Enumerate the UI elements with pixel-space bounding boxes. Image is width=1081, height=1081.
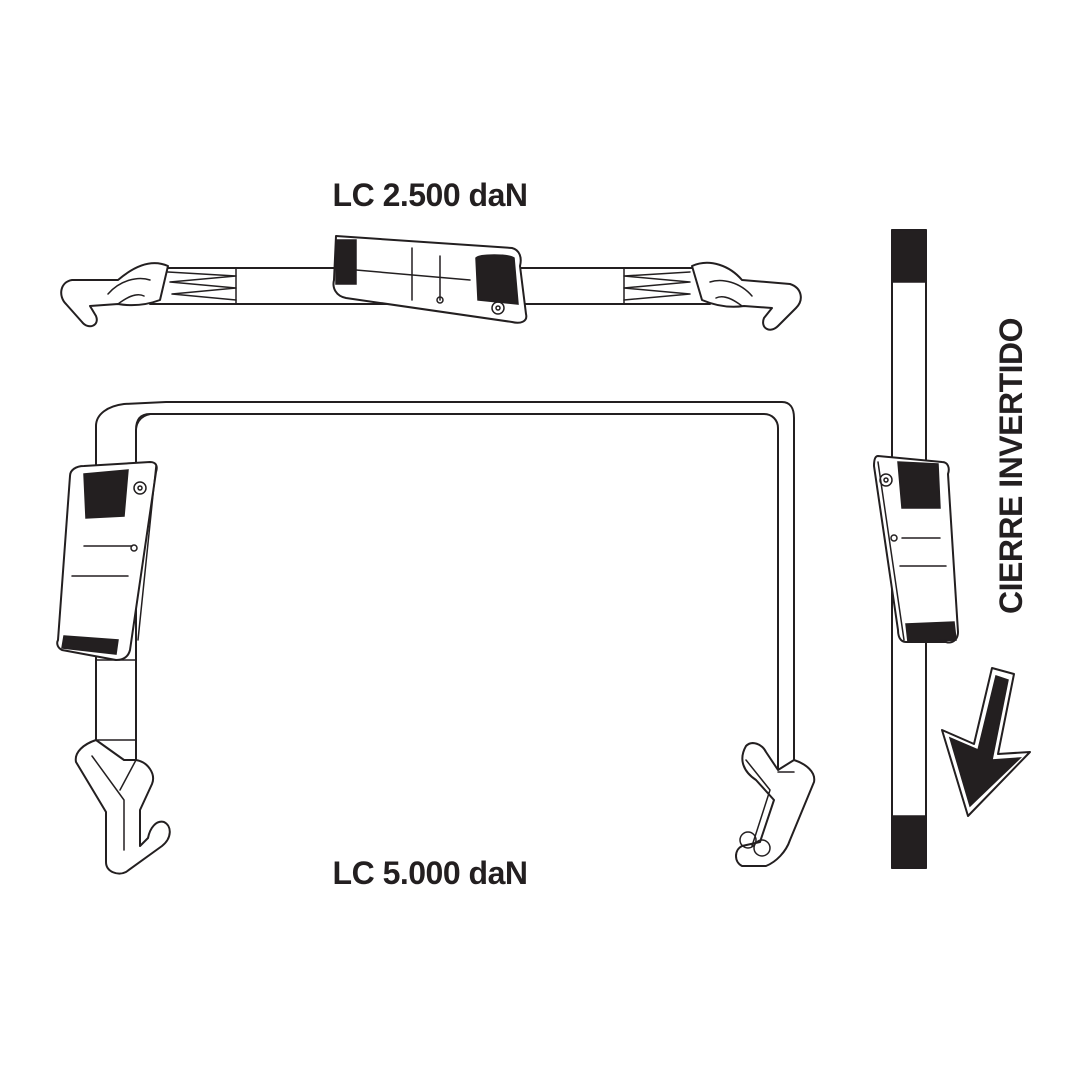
- vertical-strap-top-band: [891, 229, 927, 283]
- top-load-capacity-label: LC 2.500 daN: [333, 177, 528, 213]
- inverted-closure-strap: [873, 229, 959, 869]
- right-large-hook-icon: [735, 742, 816, 867]
- large-ratchet-strap: [56, 401, 816, 875]
- down-arrow-icon: [941, 667, 1031, 817]
- inverted-ratchet-buckle-icon: [873, 455, 959, 644]
- vertical-strap-bottom-band: [891, 815, 927, 869]
- inverted-closure-label: CIERRE INVERTIDO: [993, 318, 1029, 614]
- large-buckle-top-pad: [83, 469, 129, 519]
- inverted-buckle-top-pad: [897, 461, 941, 509]
- small-ratchet-strap: [60, 235, 802, 331]
- buckle-handle-right-pad: [475, 254, 519, 305]
- large-strap-webbing: [95, 401, 795, 773]
- right-small-hook-icon: [691, 261, 802, 331]
- bottom-load-capacity-label: LC 5.000 daN: [333, 855, 528, 891]
- right-stitching: [623, 267, 691, 305]
- large-ratchet-buckle-icon: [56, 461, 158, 661]
- large-buckle-bottom-pad: [61, 635, 119, 655]
- small-ratchet-buckle-icon: [332, 235, 528, 324]
- buckle-handle-left-pad: [335, 239, 357, 285]
- left-large-hook-icon: [74, 739, 171, 875]
- left-stitching: [167, 267, 237, 305]
- inverted-buckle-bottom-pad: [905, 621, 957, 643]
- left-small-hook-icon: [60, 262, 169, 328]
